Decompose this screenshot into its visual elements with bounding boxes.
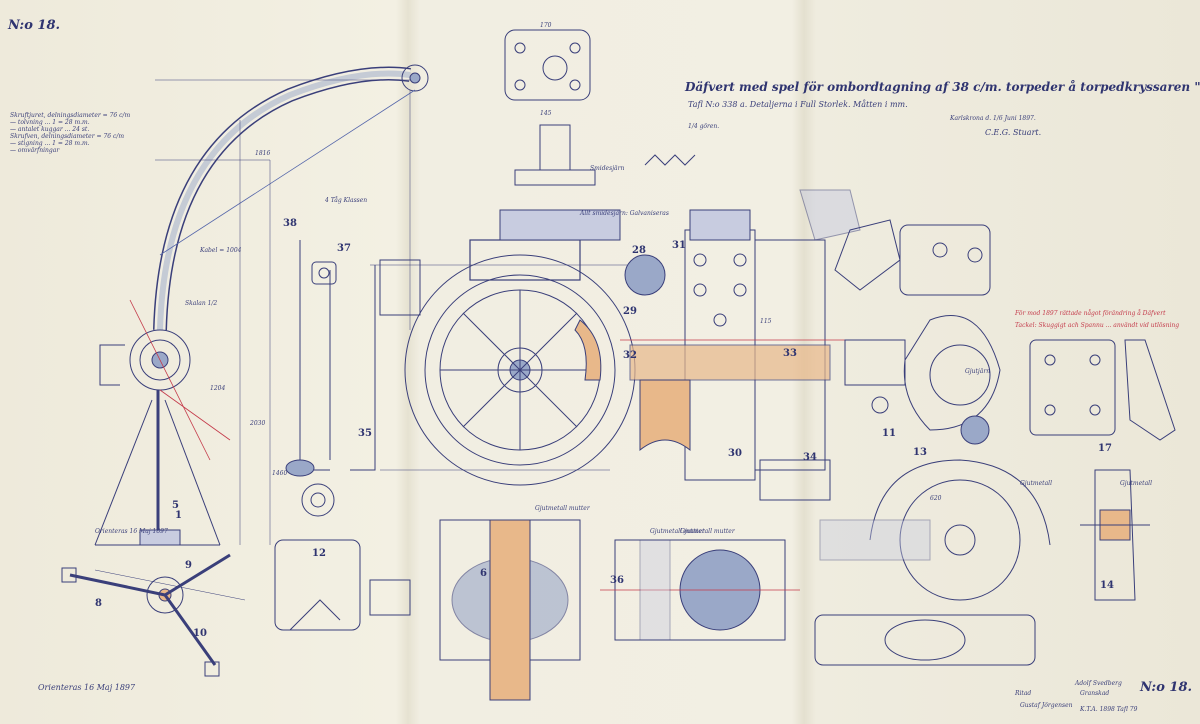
part-number: 6 bbox=[480, 568, 487, 579]
gjutjarn-label: Gjutjärn bbox=[965, 368, 991, 375]
part-number: 14 bbox=[1100, 580, 1114, 591]
part-number: 5 bbox=[172, 500, 179, 511]
part-number: 34 bbox=[803, 452, 817, 463]
granskad-label: Granskad bbox=[1080, 690, 1110, 697]
thread-legend: Skruftjuret, delningsdiameter = 76 c/m —… bbox=[10, 112, 130, 154]
gjutmetall-5: Gjutmetall bbox=[1120, 480, 1152, 487]
scale-left: Skalan 1/2 bbox=[185, 300, 218, 307]
legend-line: Skruftjuret, delningsdiameter = 76 c/m bbox=[10, 112, 131, 119]
drawing-title: Däfvert med spel för ombordtagning af 38… bbox=[685, 80, 1200, 94]
part-number: 9 bbox=[185, 560, 192, 571]
smide-label: Smidesjärn bbox=[590, 165, 625, 172]
galvanized-label: Allt smidesjärn: Galvaniseras bbox=[580, 210, 669, 217]
part-number: 36 bbox=[610, 575, 624, 586]
gjutmetall-4: Gjutmetall bbox=[1020, 480, 1052, 487]
dim-label: 1460 bbox=[272, 470, 288, 477]
drum-assembly bbox=[499, 209, 880, 501]
bracket-parts bbox=[799, 189, 1176, 445]
bottom-components bbox=[274, 483, 800, 701]
drawing-subtitle: Tafl N:o 338 a. Detaljerna i Full Storle… bbox=[688, 100, 908, 109]
sheet-number-top: N:o 18. bbox=[8, 18, 61, 33]
wire-label: 4 Tåg Klassen bbox=[325, 197, 368, 204]
legend-line: Skrufven, delningsdiameter = 76 c/m bbox=[10, 133, 125, 140]
part-number: 17 bbox=[1098, 443, 1112, 454]
kta-stamp: K.T.A. 1898 Tafl 79 bbox=[1080, 706, 1138, 713]
dim-label: 2030 bbox=[250, 420, 266, 427]
part-number: 32 bbox=[623, 350, 637, 361]
part-number: 30 bbox=[728, 448, 742, 459]
legend-line: — antalet kuggar ... 24 st. bbox=[10, 126, 90, 133]
part-number: 8 bbox=[95, 598, 102, 609]
legend-line: — stigning ... 1 = 28 m.m. bbox=[10, 140, 90, 147]
part-number: 1 bbox=[175, 510, 182, 521]
dim-label: 620 bbox=[930, 495, 942, 502]
dim-label: 170 bbox=[540, 22, 552, 29]
part-number: 13 bbox=[913, 447, 927, 458]
ritad-label: Ritad bbox=[1015, 690, 1032, 697]
brake-levers bbox=[285, 240, 421, 477]
bottom-left-stamp: Orienteras 16 Maj 1897 bbox=[38, 683, 136, 692]
dim-label: 115 bbox=[760, 318, 772, 325]
legend-line: — omvärfningar bbox=[10, 147, 60, 154]
scale-note: 1/4 gören. bbox=[688, 123, 720, 130]
date-stamp: Orienteras 16 Maj 1897 bbox=[95, 528, 168, 535]
legend-line: — tolvning ... 1 = 28 m.m. bbox=[10, 119, 90, 126]
top-details bbox=[504, 29, 696, 186]
part-number: 12 bbox=[312, 548, 326, 559]
signature: C.E.G. Stuart. bbox=[985, 128, 1042, 137]
dim-label: 1816 bbox=[255, 150, 271, 157]
sheet-number-bottom: N:o 18. bbox=[1140, 680, 1193, 695]
part-number: 35 bbox=[358, 428, 372, 439]
part-number: 10 bbox=[193, 628, 207, 639]
gjutmetall-1: Gjutmetall mutter bbox=[535, 505, 590, 512]
part-number: 37 bbox=[337, 243, 351, 254]
gjutmetall-2: Gjutmetall mutter bbox=[680, 528, 735, 535]
part-number: 29 bbox=[623, 306, 637, 317]
red-note-2: Tackel: Skuggigt ach Spannu ... användt … bbox=[1015, 322, 1180, 329]
sheave-parts bbox=[814, 459, 1150, 666]
place-date: Karlskrona d. 1/6 Juni 1897. bbox=[950, 115, 1036, 122]
part-number: 11 bbox=[882, 428, 896, 439]
dim-label: 1204 bbox=[210, 385, 226, 392]
signature-1: Adolf Svedberg bbox=[1075, 680, 1122, 687]
kabel-label: Kabel = 1004 bbox=[200, 247, 242, 254]
part-number: 38 bbox=[283, 218, 297, 229]
signature-2: Gustaf Jörgensen bbox=[1020, 702, 1073, 709]
part-number: 31 bbox=[672, 240, 686, 251]
gjutmetall-3: Gjutmetall mutter bbox=[650, 528, 705, 535]
davit-crane bbox=[61, 64, 429, 677]
part-number: 33 bbox=[783, 348, 797, 359]
dim-label: 145 bbox=[540, 110, 552, 117]
red-note-1: För mod 1897 rättade något förändring å … bbox=[1015, 310, 1166, 317]
part-number: 28 bbox=[632, 245, 646, 256]
